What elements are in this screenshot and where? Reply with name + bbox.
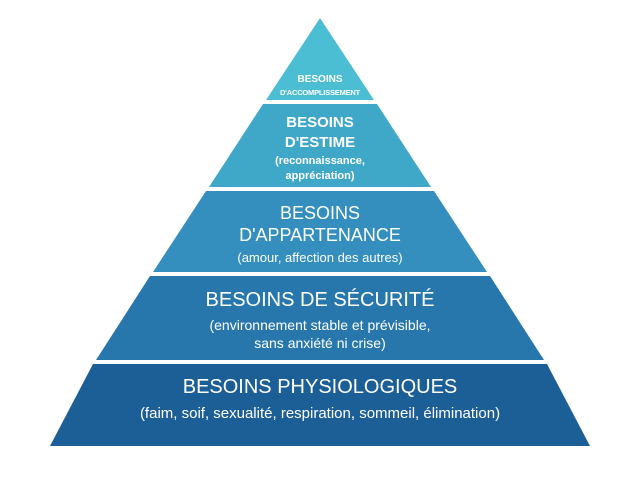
level-esteem-subtitle-line-1: (reconnaissance, — [275, 155, 365, 167]
level-belonging-title-line-2: D'APPARTENANCE — [239, 225, 401, 245]
level-esteem-title-line-2: D'ESTIME — [284, 134, 356, 151]
level-esteem-title-line-1: BESOINS — [286, 114, 354, 131]
level-safety-subtitle-line-1: (environnement stable et prévisible, — [209, 317, 431, 333]
level-belonging-title-line-1: BESOINS — [279, 203, 361, 223]
pyramid-level-belonging — [153, 191, 487, 272]
level-safety-title: BESOINS DE SÉCURITÉ — [205, 289, 435, 311]
pyramid-level-safety — [96, 276, 544, 360]
level-belonging-subtitle: (amour, affection des autres) — [237, 250, 403, 265]
level-accomplishment-title-line-1: BESOINS — [297, 74, 343, 85]
level-safety-subtitle-line-2: sans anxiété ni crise) — [254, 335, 386, 351]
level-physiological-title: BESOINS PHYSIOLOGIQUES — [182, 376, 458, 398]
pyramid-level-physiological — [50, 364, 590, 446]
level-physiological-subtitle: (faim, soif, sexualité, respiration, som… — [139, 405, 501, 422]
level-esteem-subtitle-line-2: appréciation) — [285, 170, 355, 182]
level-accomplishment-title-line-2: D'ACCOMPLISSEMENT — [279, 88, 361, 97]
pyramid-level-esteem — [209, 104, 431, 187]
pyramid-level-accomplishment — [266, 18, 374, 100]
